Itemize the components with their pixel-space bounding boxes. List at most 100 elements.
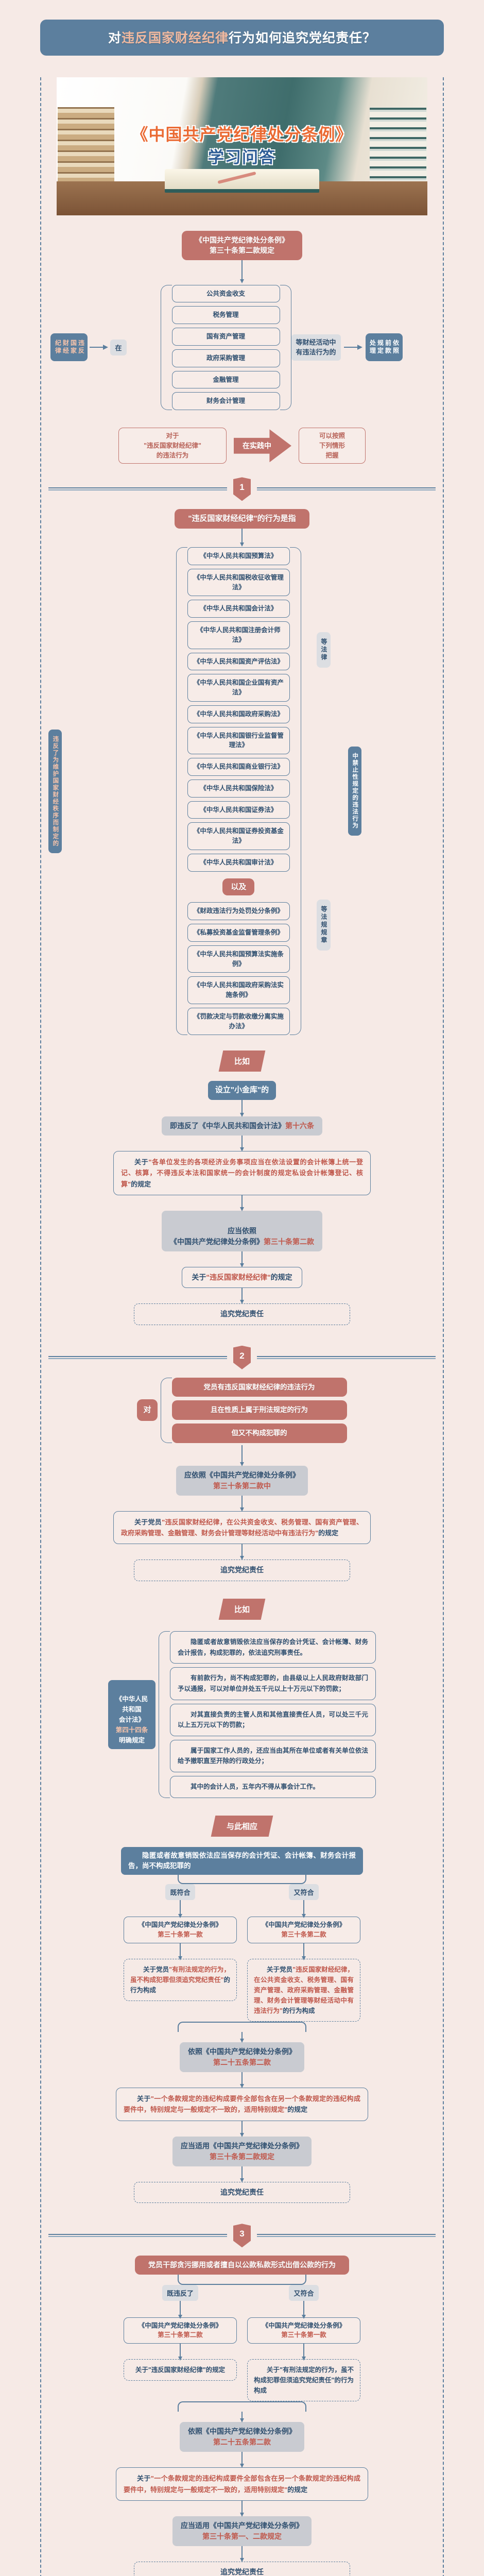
section-3-final-apply: 应当适用《中国共产党纪律处分条例》第三十条第一、二款规定	[172, 2516, 312, 2546]
rule-prefix: 关于	[137, 2094, 151, 2103]
dashed-content-frame: 《中国共产党纪律处分条例》 学习问答 《中国共产党纪律处分条例》 第三十条第二款…	[40, 77, 444, 2576]
final-prefix: 应当适用《中国共产党纪律处分条例》	[181, 2521, 303, 2530]
intro-flow: 《中国共产党纪律处分条例》 第三十条第二款规定	[41, 231, 443, 283]
section-number-badge: 1	[233, 477, 251, 501]
list-item: 属于国家工作人员的，还应当由其所在单位或者有关单位依法给予撤职直至开除的行政处分…	[170, 1739, 376, 1773]
section-2-apply-box: 应依照《中国共产党纪律处分条例》第三十条第二款中	[176, 1465, 308, 1496]
branch-left-detail: 关于党员"有刑法规定的行为，虽不构成犯罪但须追究党纪责任"的行为构成	[124, 1958, 237, 2001]
accounting-law-diagram: 《中华人民 共和国 会计法》第四十四条明确规定 隐匿或者故意销毁依法应当保存的会…	[41, 1631, 443, 1798]
practice-arrow: 在实践中	[234, 429, 291, 463]
page-title-prefix: 对	[108, 31, 122, 45]
branch-left-reference: 《中国共产党纪律处分条例》第三十条第二款	[124, 2317, 237, 2344]
branch-right-detail: 关于"有刑法规定的行为，虽不构成犯罪但须追究党纪责任"的行为构成	[247, 2359, 360, 2402]
rule-prefix: 关于党员	[134, 1518, 162, 1526]
violation-label: 违反 国家 财经 纪律	[50, 333, 88, 362]
example-case-box: 设立"小金库"的	[208, 1081, 276, 1100]
detail-suffix: 的行为构成	[282, 2007, 315, 2014]
section-1-example: 比如 设立"小金库"的 即违反了《中华人民共和国会计法》第十六条 关于"各单位发…	[41, 1050, 443, 1325]
ref-article: 第三十条第一款	[281, 2331, 326, 2339]
example-tag-label: 比如	[234, 1057, 250, 1066]
branch-right-label: 又符合	[289, 2284, 319, 2301]
rule-prefix: 关于	[137, 2475, 151, 2483]
practice-left-box: 对于 "违反国家财经纪律" 的违法行为	[118, 428, 227, 464]
final-prefix: 应当适用《中国共产党纪律处分条例》	[181, 2141, 303, 2150]
apply-regulation-box: 应当依照 《中国共产党纪律处分条例》第三十条第二款	[162, 1211, 322, 1252]
apply-rule-box: 关于"违反国家财经纪律"的规定	[182, 1267, 302, 1289]
branch-left-label: 既符合	[165, 1884, 195, 1901]
section-1: "违反国家财经纪律"的行为是指	[41, 509, 443, 547]
section-3-merge-rule: 关于"一个条款规定的违纪构成要件全部包含在另一个条款规定的违纪构成要件中，特别规…	[116, 2467, 368, 2501]
detail-prefix: 关于党员	[267, 1965, 293, 1973]
laws-list: 《中华人民共和国预算法》 《中华人民共和国税收征收管理法》 《中华人民共和国会计…	[187, 547, 290, 1036]
list-item: 《中华人民共和国预算法实施条例》	[187, 945, 290, 973]
section-2-flow: 应依照《中国共产党纪律处分条例》第三十条第二款中 关于党员"违反国家财经纪律，在…	[41, 1445, 443, 1582]
list-item: 《私募投资基金监督管理条例》	[187, 924, 290, 942]
correspond-case-box: 隐匿或者故意销毁依法应当保存的会计凭证、会计帐簿、财务会计报告，尚不构成犯罪的	[121, 1846, 363, 1875]
hero-banner: 《中国共产党纪律处分条例》 学习问答	[57, 77, 427, 215]
rule-suffix: 的规定	[287, 2106, 308, 2114]
branch-right-reference: 《中国共产党纪律处分条例》第三十条第二款	[247, 1917, 360, 1943]
condition-prefix-label: 对	[137, 1399, 158, 1421]
list-item: 且在性质上属于刑法规定的行为	[171, 1400, 347, 1420]
apply-article: 第三十条第二款中	[213, 1481, 271, 1490]
list-item: 公共资金收支	[171, 284, 280, 303]
detail-prefix: 关于党员	[143, 1965, 169, 1973]
list-item: 《中华人民共和国税收征收管理法》	[187, 568, 290, 597]
list-item: 但又不构成犯罪的	[171, 1423, 347, 1443]
list-item: 隐匿或者故意销毁依法应当保存的会计凭证、会计帐簿、财务会计报告，构成犯罪的，依法…	[170, 1631, 376, 1664]
section-2-merge-rule: 关于"一个条款规定的违纪构成要件全部包含在另一个条款规定的违纪构成要件中，特别规…	[116, 2087, 368, 2121]
list-item: 金融管理	[171, 370, 280, 389]
apply-prefix: 应依照《中国共产党纪律处分条例》	[184, 1470, 300, 1479]
practice-right-box: 可以按照 下列情形 把握	[299, 428, 366, 464]
merge-prefix: 依照《中国共产党纪律处分条例》	[188, 2427, 296, 2436]
branch-left-detail: 关于"违反国家财经纪律"的规定	[124, 2359, 237, 2381]
list-item: 党员有违反国家财经纪律的违法行为	[171, 1377, 347, 1397]
list-item: 《中华人民共和国保险法》	[187, 779, 290, 798]
list-item: 《中华人民共和国注册会计师法》	[187, 621, 290, 649]
page-title-bar: 对违反国家财经纪律行为如何追究党纪责任？	[40, 20, 444, 56]
connector-yiji: 以及	[222, 878, 255, 896]
list-item: 《中华人民共和国企业国有资产法》	[187, 674, 290, 702]
example-tag-biru: 比如	[218, 1599, 266, 1620]
branch-right-detail: 关于党员"违反国家财经纪律，在公共资金收支、税务管理、国有资产管理、政府采购管理…	[247, 1958, 360, 2022]
violation-prefix: 即违反了《中华人民共和国会计法》	[170, 1121, 285, 1130]
law-article: 第四十四条	[115, 1726, 148, 1734]
list-item: 《财政违法行为处罚处分条例》	[187, 902, 290, 921]
section-1-outcome: 追究党纪责任	[134, 1303, 350, 1325]
connector-zai: 在	[110, 339, 127, 355]
list-item: 《中华人民共和国审计法》	[187, 853, 290, 872]
section-number-badge: 3	[233, 2224, 251, 2248]
apply-prefix: 应当依照 《中国共产党纪律处分条例》	[170, 1227, 264, 1246]
ref-prefix: 《中国共产党纪律处分条例》	[262, 2321, 346, 2329]
section-2-final-apply: 应当适用《中国共产党纪律处分条例》第三十条第二款规定	[172, 2136, 312, 2166]
practice-row: 对于 "违反国家财经纪律" 的违法行为 在实践中 可以按照 下列情形 把握	[41, 428, 443, 464]
apply-article: 第三十条第二款	[264, 1238, 314, 1246]
regulation-reference-box: 《中国共产党纪律处分条例》 第三十条第二款规定	[182, 231, 302, 260]
page-title-suffix: 行为如何追究党纪责任？	[229, 31, 376, 45]
hero-title-line1: 《中国共产党纪律处分条例》	[131, 125, 353, 144]
section-2-divider: 2	[41, 1345, 443, 1369]
list-item: 《中华人民共和国证券法》	[187, 801, 290, 819]
section-3-outcome: 追究党纪责任	[134, 2561, 350, 2576]
section-1-divider: 1	[41, 477, 443, 501]
final-article: 第三十条第一、二款规定	[202, 2532, 282, 2540]
final-article: 第三十条第二款规定	[210, 2152, 274, 2161]
ref-article: 第三十条第二款	[158, 2331, 203, 2339]
detail-quote: "违反国家财经纪律，在公共资金收支、税务管理、国有资产管理、政府采购管理、金融管…	[254, 1965, 354, 2014]
section-2-outcome: 追究党纪责任	[134, 1560, 350, 1582]
list-item: 政府采购管理	[171, 349, 280, 367]
list-item: 《中华人民共和国资产评估法》	[187, 652, 290, 671]
list-item: 《中华人民共和国政府采购法实施条例》	[187, 976, 290, 1004]
detail-suffix: 的行为构成	[130, 1976, 230, 1994]
handling-result-label: 依照 前款 规定 处理	[365, 333, 403, 362]
merge-prefix: 依照《中国共产党纪律处分条例》	[188, 2047, 296, 2056]
list-item: 《中华人民共和国预算法》	[187, 547, 290, 565]
branch-right-reference: 《中国共产党纪律处分条例》第三十条第一款	[247, 2317, 360, 2344]
list-item: 《中华人民共和国证券投资基金法》	[187, 822, 290, 850]
merge-article: 第二十五条第二款	[213, 2438, 271, 2447]
rule-quote: "一个条款规定的违纪构成要件全部包含在另一个条款规定的违纪构成要件中，特别规定与…	[124, 2094, 360, 2114]
rule-suffix: 的规定	[270, 1273, 292, 1282]
list-item: 有前款行为，尚不构成犯罪的，由县级以上人民政府财政部门予以通报，可以对单位并处五…	[170, 1667, 376, 1700]
group2-tail-label: 等法规规章	[316, 899, 331, 951]
section-2-example: 比如	[41, 1599, 443, 1620]
